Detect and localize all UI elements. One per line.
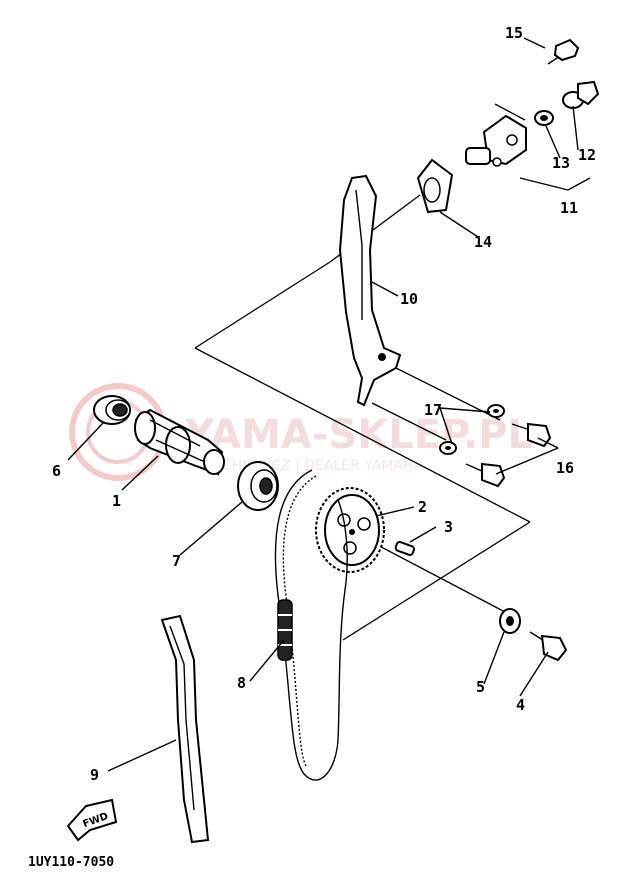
fwd-arrow-icon: FWD bbox=[66, 798, 118, 842]
callout-1: 1 bbox=[112, 492, 121, 510]
callout-6: 6 bbox=[52, 462, 61, 480]
callout-14: 14 bbox=[474, 233, 492, 251]
washers-17 bbox=[439, 404, 505, 455]
pin-3 bbox=[394, 541, 415, 556]
callout-labels: 15 12 13 11 14 10 17 16 6 1 2 3 7 8 5 4 … bbox=[52, 24, 596, 784]
diagram-code: 1UY110-7050 bbox=[28, 855, 114, 870]
gasket-13 bbox=[534, 110, 554, 126]
callout-17: 17 bbox=[424, 401, 442, 419]
tensioner-11 bbox=[465, 114, 527, 167]
callout-12: 12 bbox=[578, 146, 596, 164]
camshaft-1 bbox=[134, 408, 225, 476]
guide-9 bbox=[160, 614, 210, 844]
callout-2: 2 bbox=[418, 498, 427, 516]
callout-16: 16 bbox=[556, 459, 574, 477]
washer-5 bbox=[499, 608, 521, 634]
gasket-14 bbox=[416, 158, 454, 214]
bearing-7 bbox=[237, 461, 279, 511]
chain-8 bbox=[274, 469, 348, 781]
plug-12 bbox=[562, 80, 600, 109]
callout-10: 10 bbox=[400, 290, 418, 308]
leader-lines bbox=[67, 37, 591, 772]
sprocket-2 bbox=[315, 487, 385, 573]
callout-15: 15 bbox=[505, 24, 523, 42]
callout-7: 7 bbox=[172, 552, 181, 570]
callout-9: 9 bbox=[90, 766, 99, 784]
bolt-4 bbox=[529, 631, 568, 662]
bolt-15 bbox=[547, 38, 580, 65]
callout-11: 11 bbox=[560, 199, 578, 217]
callout-13: 13 bbox=[552, 154, 570, 172]
watermark-brand: YAMA-SKLEP.PL bbox=[184, 412, 533, 458]
guide-10 bbox=[338, 174, 402, 407]
callout-4: 4 bbox=[516, 696, 525, 714]
watermark: YAMA-SKLEP.PL CHOWICZ | DEALER YAMAHA bbox=[69, 383, 533, 481]
bearing-6 bbox=[93, 395, 131, 425]
callout-5: 5 bbox=[476, 678, 485, 696]
callout-3: 3 bbox=[444, 518, 453, 536]
callout-8: 8 bbox=[237, 674, 246, 692]
